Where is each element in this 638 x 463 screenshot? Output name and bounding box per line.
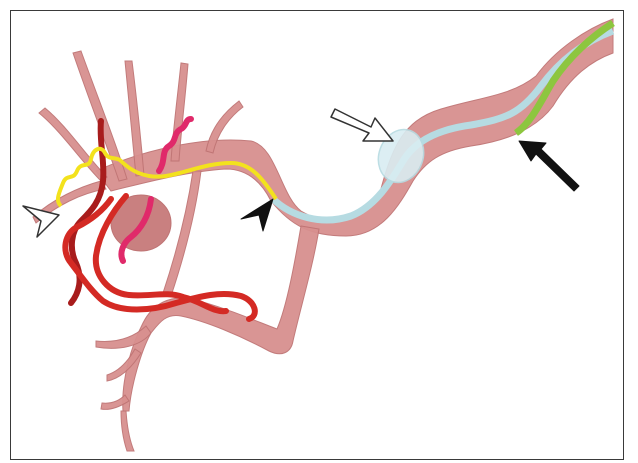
black-arrow-right — [519, 141, 579, 191]
black-arrowhead — [241, 199, 273, 231]
arrow-down-right-icon — [331, 109, 393, 141]
white-arrow-left — [23, 206, 59, 237]
arrow-up-left-icon — [519, 141, 579, 191]
arrow-right-icon — [23, 206, 59, 237]
arrowhead-up-right-icon — [241, 199, 273, 231]
descending-branch — [123, 226, 319, 411]
vessel-tree — [33, 19, 613, 451]
white-arrow-balloon — [331, 109, 393, 141]
illustration-frame — [10, 10, 624, 460]
lower-branch-3 — [121, 411, 134, 451]
vascular-diagram — [11, 11, 624, 460]
